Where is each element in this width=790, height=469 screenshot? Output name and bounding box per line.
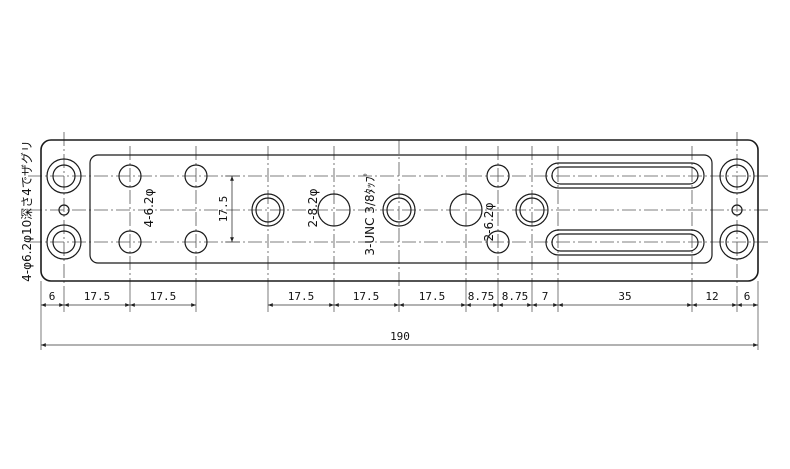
extension-lines	[40, 281, 759, 350]
holes-left-note: 4-6.2φ	[142, 188, 156, 227]
counterbore-holes	[46, 158, 755, 260]
dim-label: 17.5	[150, 290, 177, 303]
tapped-note: 3-UNC 3/8ﾀｯﾌﾟ	[363, 170, 377, 255]
dim-label: 6	[744, 290, 751, 303]
dim-label: 6	[49, 290, 56, 303]
dim-vertical-label: 17.5	[217, 196, 230, 223]
dim-label: 8.75	[502, 290, 529, 303]
tapped-holes	[317, 193, 549, 227]
dim-label: 7	[542, 290, 549, 303]
dim-label: 17.5	[288, 290, 315, 303]
dim-label: 17.5	[353, 290, 380, 303]
dim-label: 8.75	[468, 290, 495, 303]
horizontal-dimensions: 6 17.5 17.5 17.5 17.5 17.5 8.75 8.75 7 3…	[41, 290, 758, 307]
holes-right-note: 2-6.2φ	[482, 202, 496, 241]
small-holes	[58, 204, 743, 216]
slots	[545, 162, 705, 256]
vertical-dimension: 17.5	[217, 175, 240, 243]
inner-pocket	[89, 154, 713, 264]
holes-8-2	[251, 193, 483, 227]
holes-left-group	[118, 164, 208, 254]
holes-8-2-note: 2-8.2φ	[306, 188, 320, 227]
center-lines	[28, 132, 770, 290]
dim-label: 35	[618, 290, 631, 303]
dim-label: 12	[705, 290, 718, 303]
holes-right-group	[486, 164, 510, 254]
dim-total-label: 190	[390, 330, 410, 343]
dim-label: 17.5	[419, 290, 446, 303]
counterbore-note: 4-φ6.2φ10深さ4でザグリ	[20, 140, 34, 282]
dim-label: 17.5	[84, 290, 111, 303]
plate-outline	[40, 139, 759, 282]
total-dimension: 190	[41, 330, 758, 347]
